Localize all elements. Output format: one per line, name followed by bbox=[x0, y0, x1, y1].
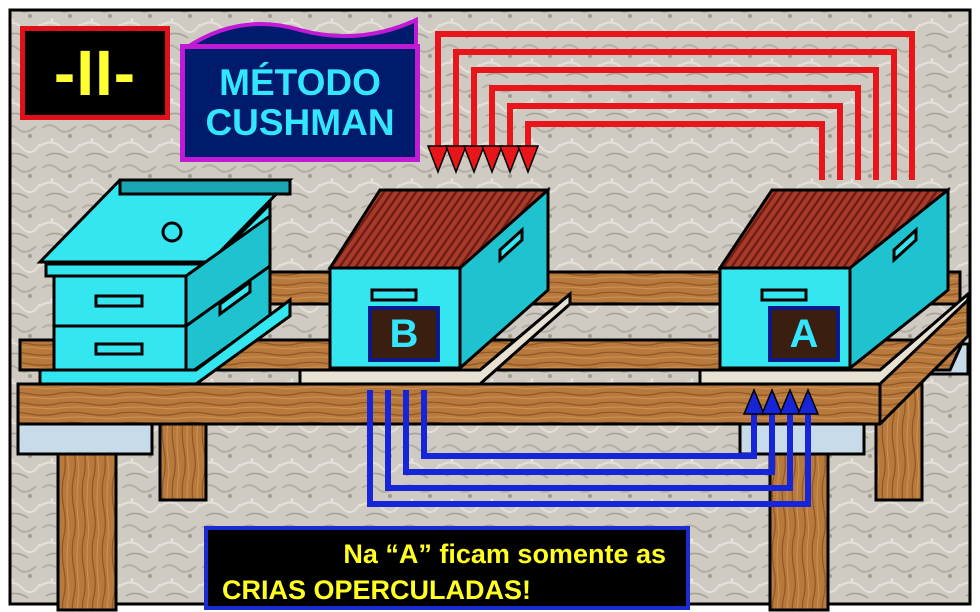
stand-front-rail bbox=[16, 296, 970, 426]
method-title-line1: MÉTODO bbox=[219, 62, 381, 103]
red-arrowheads bbox=[426, 145, 540, 175]
hive-a-label: A bbox=[768, 306, 840, 362]
method-title-box: MÉTODO CUSHMAN bbox=[180, 44, 420, 162]
blue-arrowheads bbox=[742, 388, 820, 415]
caption-line2: CRIAS OPERCULADAS! bbox=[222, 575, 532, 605]
method-title-line2: CUSHMAN bbox=[205, 102, 395, 143]
method-title-tab bbox=[179, 16, 418, 50]
section-number-badge: -II- bbox=[20, 26, 170, 120]
hive-b-label: B bbox=[368, 306, 440, 362]
caption-line1: Na “A” ficam somente as bbox=[343, 539, 666, 569]
hive-left-stack bbox=[36, 178, 294, 386]
red-arrows-a-to-b bbox=[435, 31, 915, 180]
blue-arrows-b-to-a bbox=[367, 390, 811, 507]
caption-box: Na “A” ficam somente as CRIAS OPERCULADA… bbox=[204, 526, 690, 610]
